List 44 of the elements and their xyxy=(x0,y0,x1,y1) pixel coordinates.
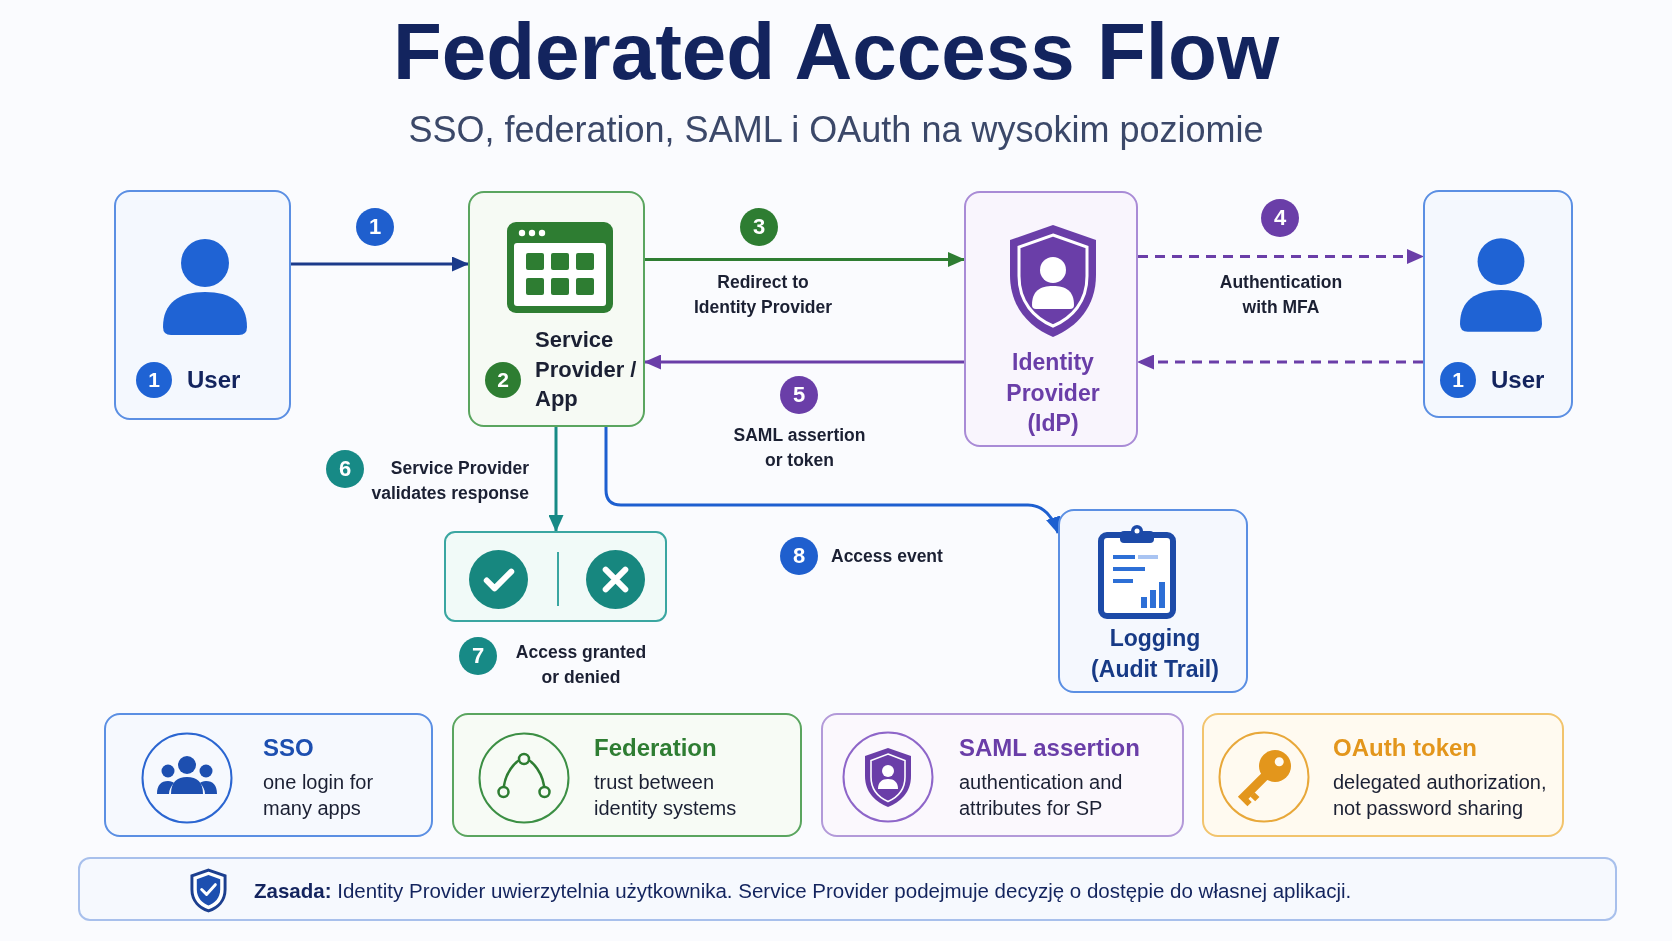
step-number: 4 xyxy=(1261,199,1299,237)
node-title: Logging (Audit Trail) xyxy=(1090,624,1220,684)
card-description: trust between identity systems xyxy=(594,770,738,821)
node-title: Service Provider / App xyxy=(535,326,638,413)
step-number: 2 xyxy=(485,362,521,398)
service-provider-box xyxy=(468,191,645,427)
title: Federated Access Flow xyxy=(391,6,1281,98)
subtitle: SSO, federation, SAML i OAuth na wysokim poziomie xyxy=(407,108,1265,152)
identity-provider-box xyxy=(964,191,1138,447)
dashed-arrow xyxy=(1137,354,1423,370)
step-number: 5 xyxy=(780,376,818,414)
node-title: User xyxy=(187,365,242,395)
card-title: Federation xyxy=(594,733,717,763)
concept-card xyxy=(821,713,1184,837)
arrow xyxy=(644,354,964,370)
node-title: Identity Provider (IdP) xyxy=(1005,348,1101,438)
concept-card xyxy=(1202,713,1564,837)
concept-card xyxy=(452,713,802,837)
step-number: 6 xyxy=(326,450,364,488)
user-card xyxy=(1423,190,1573,418)
result-box xyxy=(444,531,667,622)
step-number: 8 xyxy=(780,537,818,575)
arrow xyxy=(548,427,564,532)
card-description: one login for many apps xyxy=(263,770,375,821)
arrow xyxy=(604,427,1060,534)
logging-box xyxy=(1058,509,1248,693)
principle-text: Zasada: Identity Provider uwierzytelnia użytkownika. Service Provider podejmuje decyzję o dostępie do własnej aplikacji. xyxy=(254,878,1352,904)
step-number: 1 xyxy=(136,362,172,398)
step-number: 3 xyxy=(740,207,778,246)
dashed-arrow xyxy=(1138,249,1424,264)
card-title: SSO xyxy=(263,733,314,763)
user-card xyxy=(114,190,291,420)
card-description: authentication and attributes for SP xyxy=(959,770,1124,821)
arrow xyxy=(291,256,469,272)
step-number: 7 xyxy=(459,637,497,675)
card-title: SAML assertion xyxy=(959,733,1140,763)
concept-card xyxy=(104,713,433,837)
node-title: User xyxy=(1491,365,1546,395)
step-number: 1 xyxy=(356,208,394,246)
card-title: OAuth token xyxy=(1333,733,1477,763)
card-description: delegated authorization, not password sharing xyxy=(1333,770,1548,821)
step-number: 1 xyxy=(1440,362,1476,398)
principle-banner xyxy=(78,857,1617,921)
arrow xyxy=(645,252,965,267)
